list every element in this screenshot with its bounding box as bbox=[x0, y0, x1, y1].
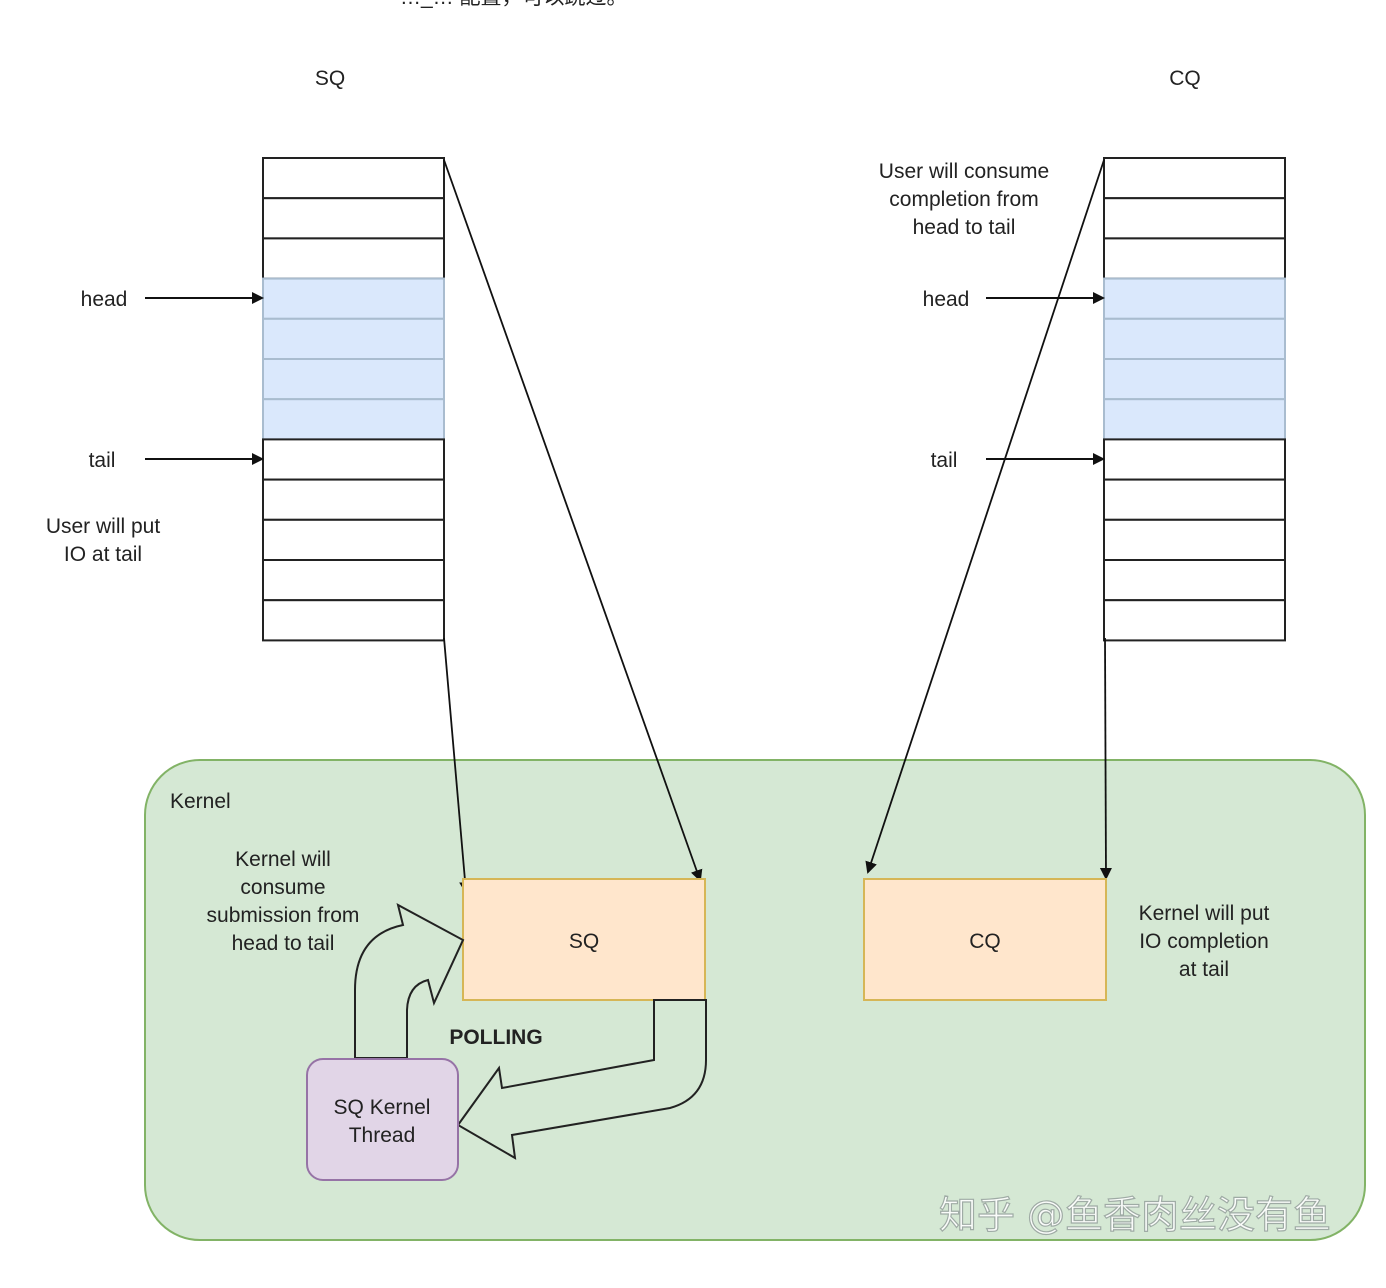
kernel-put-note-3: at tail bbox=[1179, 958, 1229, 981]
cq-map-arrow-top bbox=[865, 159, 1105, 874]
cq-slot bbox=[1103, 438, 1286, 481]
sq-map-arrow-bottom bbox=[443, 637, 472, 894]
kernel-consume-note-2: consume bbox=[240, 876, 325, 899]
kernel-put-note-1: Kernel will put bbox=[1139, 902, 1270, 925]
kernel-consume-note-1: Kernel will bbox=[235, 848, 331, 871]
polling-block-arrow bbox=[456, 999, 707, 1160]
sq-slot-filled bbox=[262, 277, 445, 320]
cq-map-arrow-bottom bbox=[1099, 637, 1112, 880]
cq-slot bbox=[1103, 599, 1286, 642]
cq-slot-filled bbox=[1103, 317, 1286, 360]
cq-ring-title: CQ bbox=[1169, 67, 1201, 90]
cq-slot-filled bbox=[1103, 398, 1286, 441]
cq-note-line-3: head to tail bbox=[913, 216, 1016, 239]
sq-slot-filled bbox=[262, 358, 445, 401]
sq-slot bbox=[262, 518, 445, 561]
polling-label: POLLING bbox=[449, 1026, 542, 1049]
sq-slot bbox=[262, 599, 445, 642]
cq-slot-filled bbox=[1103, 277, 1286, 320]
kernel-sq-box bbox=[462, 878, 706, 1001]
kernel-consume-note-4: head to tail bbox=[232, 932, 335, 955]
cq-head-label: head bbox=[923, 288, 970, 311]
cq-ring-buffer bbox=[1103, 157, 1286, 642]
sq-slot bbox=[262, 237, 445, 280]
sq-ring-title: SQ bbox=[315, 67, 345, 90]
kernel-cq-box bbox=[863, 878, 1107, 1001]
sq-slot bbox=[262, 197, 445, 240]
kernel-sq-box-label: SQ bbox=[569, 930, 599, 953]
sq-slot-filled bbox=[262, 317, 445, 360]
sq-tail-label: tail bbox=[89, 449, 116, 472]
cq-slot bbox=[1103, 197, 1286, 240]
cq-slot bbox=[1103, 559, 1286, 602]
sq-slot bbox=[262, 559, 445, 602]
cq-slot bbox=[1103, 518, 1286, 561]
cq-slot-filled bbox=[1103, 358, 1286, 401]
sq-note-line-1: User will put bbox=[46, 515, 161, 538]
sq-ring-buffer bbox=[262, 157, 445, 642]
consume-block-arrow bbox=[354, 903, 465, 1059]
cq-note-line-2: completion from bbox=[889, 188, 1038, 211]
kernel-consume-note-3: submission from bbox=[207, 904, 360, 927]
kernel-title: Kernel bbox=[170, 790, 231, 813]
watermark: 知乎 @鱼香肉丝没有鱼 bbox=[939, 1193, 1331, 1237]
sq-slot bbox=[262, 438, 445, 481]
sq-slot bbox=[262, 478, 445, 521]
cq-note-line-1: User will consume bbox=[879, 160, 1049, 183]
sq-slot bbox=[262, 157, 445, 200]
cq-slot bbox=[1103, 157, 1286, 200]
cq-slot bbox=[1103, 478, 1286, 521]
thread-label-1: SQ Kernel bbox=[334, 1096, 431, 1119]
top-text-fragment: …_… 配置，可以跳过。 bbox=[400, 0, 628, 9]
kernel-cq-box-label: CQ bbox=[969, 930, 1001, 953]
cq-tail-label: tail bbox=[931, 449, 958, 472]
cq-slot bbox=[1103, 237, 1286, 280]
sq-slot-filled bbox=[262, 398, 445, 441]
thread-label-2: Thread bbox=[349, 1124, 416, 1147]
kernel-put-note-2: IO completion bbox=[1139, 930, 1269, 953]
sq-map-arrow-top bbox=[443, 159, 703, 882]
sq-kernel-thread-box bbox=[306, 1058, 459, 1181]
sq-head-label: head bbox=[81, 288, 128, 311]
sq-note-line-2: IO at tail bbox=[64, 543, 142, 566]
